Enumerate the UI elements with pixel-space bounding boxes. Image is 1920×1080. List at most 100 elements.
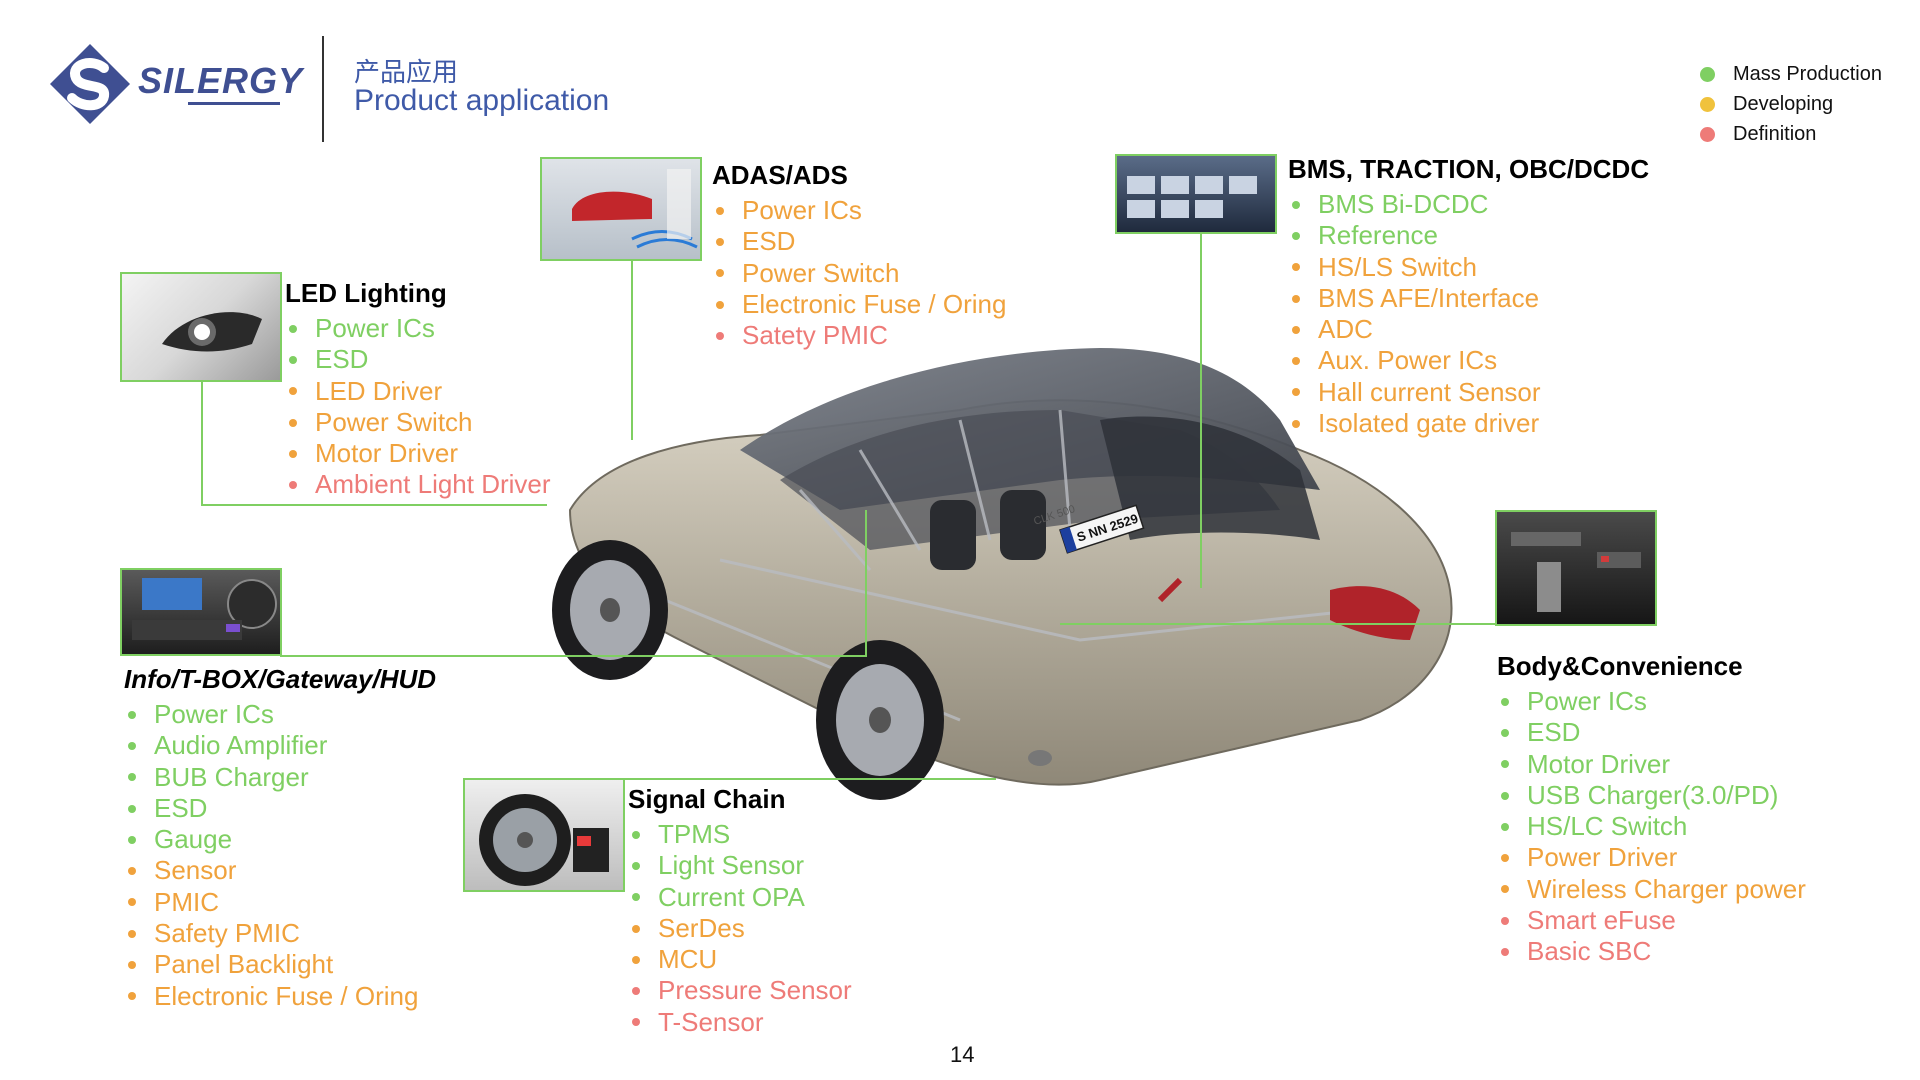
list-item: HS/LS Switch — [1288, 252, 1649, 283]
bullet-icon — [716, 237, 724, 246]
list-item: Basic SBC — [1497, 936, 1806, 967]
list-item: Electronic Fuse / Oring — [712, 289, 1006, 320]
bullet-icon — [632, 830, 640, 839]
list-item: BMS Bi-DCDC — [1288, 189, 1649, 220]
body-connector — [1060, 623, 1496, 625]
bullet-icon — [128, 835, 136, 844]
bullet-icon — [632, 1018, 640, 1027]
title-chinese: 产品应用 — [354, 57, 459, 87]
bullet-icon — [1501, 822, 1509, 831]
section-title: Info/T-BOX/Gateway/HUD — [124, 664, 437, 694]
list-item: USB Charger(3.0/PD) — [1497, 780, 1806, 811]
logo-mark-icon — [50, 44, 130, 124]
bullet-icon — [128, 961, 136, 970]
list-item: ESD — [124, 793, 436, 824]
item-list: BMS Bi-DCDC Reference HS/LS Switch BMS A… — [1288, 189, 1649, 439]
list-item: Electronic Fuse / Oring — [124, 981, 436, 1012]
list-item: Power ICs — [124, 699, 436, 730]
list-item: Current OPA — [628, 882, 852, 913]
bullet-icon — [289, 481, 297, 490]
item-list: Power ICs Audio Amplifier BUB Charger ES… — [124, 699, 436, 1012]
list-item: ESD — [712, 226, 1006, 257]
bullet-icon — [632, 893, 640, 902]
bullet-icon — [1501, 916, 1509, 925]
info-thumbnail — [120, 568, 282, 656]
page-number: 14 — [950, 1042, 975, 1067]
company-logo: SILERGY — [48, 42, 302, 126]
bullet-icon — [716, 269, 724, 278]
bullet-icon — [128, 992, 136, 1001]
body-convenience-thumbnail — [1495, 510, 1657, 626]
bullet-icon — [128, 867, 136, 876]
bullet-icon — [716, 331, 724, 340]
led-lighting-thumbnail — [120, 272, 282, 382]
bullet-icon — [128, 741, 136, 750]
list-item: Isolated gate driver — [1288, 408, 1649, 439]
led-connector-horizontal — [201, 504, 547, 506]
section-body-convenience: Body&Convenience Power ICs ESD Motor Dri… — [1497, 651, 1806, 968]
list-item: Audio Amplifier — [124, 730, 436, 761]
legend-definition: Definition — [1700, 119, 1882, 149]
yellow-dot-icon — [1700, 96, 1715, 112]
section-signal-chain: Signal Chain TPMS Light Sensor Current O… — [628, 784, 852, 1038]
list-item: Smart eFuse — [1497, 905, 1806, 936]
list-item: Panel Backlight — [124, 949, 436, 980]
bms-thumbnail — [1115, 154, 1277, 234]
bullet-icon — [128, 773, 136, 782]
list-item: ADC — [1288, 314, 1649, 345]
bullet-icon — [128, 804, 136, 813]
list-item: Power Switch — [712, 258, 1006, 289]
list-item: PMIC — [124, 887, 436, 918]
bullet-icon — [128, 929, 136, 938]
bullet-icon — [289, 387, 297, 396]
bullet-icon — [716, 300, 724, 309]
list-item: Reference — [1288, 220, 1649, 251]
list-item: Sensor — [124, 855, 436, 886]
bullet-icon — [128, 710, 136, 719]
list-item: ESD — [285, 344, 551, 375]
bullet-icon — [1501, 885, 1509, 894]
list-item: Ambient Light Driver — [285, 469, 551, 500]
bullet-icon — [632, 861, 640, 870]
section-bms: BMS, TRACTION, OBC/DCDC BMS Bi-DCDC Refe… — [1288, 154, 1649, 439]
bullet-icon — [1292, 231, 1300, 240]
rear-wheel — [816, 640, 944, 800]
list-item: Hall current Sensor — [1288, 377, 1649, 408]
section-title: Signal Chain — [628, 784, 786, 814]
signal-connector — [606, 778, 996, 780]
list-item: Power ICs — [285, 313, 551, 344]
car-cutaway-image: S NN 2529 CLK 500 — [552, 348, 1453, 800]
item-list: Power ICs ESD Motor Driver USB Charger(3… — [1497, 686, 1806, 968]
list-item: Power Driver — [1497, 842, 1806, 873]
signal-chain-thumbnail — [463, 778, 625, 892]
list-item: Power Switch — [285, 407, 551, 438]
bullet-icon — [1501, 791, 1509, 800]
green-dot-icon — [1700, 66, 1715, 82]
item-list: Power ICs ESD LED Driver Power Switch Mo… — [285, 313, 551, 501]
bullet-icon — [1292, 200, 1300, 209]
bullet-icon — [632, 987, 640, 996]
list-item: Wireless Charger power — [1497, 874, 1806, 905]
info-connector-vertical — [865, 510, 867, 657]
legend-developing: Developing — [1700, 89, 1882, 119]
bullet-icon — [1501, 728, 1509, 737]
list-item: TPMS — [628, 819, 852, 850]
bullet-icon — [632, 955, 640, 964]
section-title: ADAS/ADS — [712, 160, 848, 190]
list-item: Light Sensor — [628, 850, 852, 881]
list-item: Power ICs — [1497, 686, 1806, 717]
section-title: LED Lighting — [285, 278, 447, 308]
list-item: LED Driver — [285, 376, 551, 407]
list-item: BUB Charger — [124, 762, 436, 793]
bullet-icon — [1292, 388, 1300, 397]
list-item: ESD — [1497, 717, 1806, 748]
bullet-icon — [1292, 325, 1300, 334]
red-dot-icon — [1700, 126, 1715, 142]
adas-connector — [631, 260, 633, 440]
bullet-icon — [289, 418, 297, 427]
legend-mass-production: Mass Production — [1700, 59, 1882, 89]
list-item: SerDes — [628, 913, 852, 944]
bullet-icon — [1501, 760, 1509, 769]
bullet-icon — [289, 449, 297, 458]
adas-thumbnail — [540, 157, 702, 261]
